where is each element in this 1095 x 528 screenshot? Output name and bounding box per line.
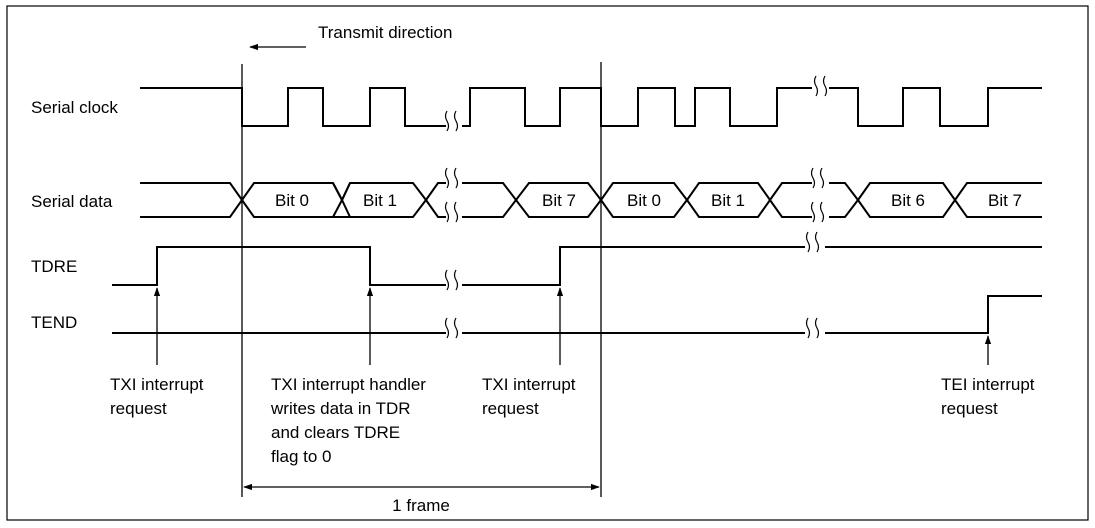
txi-request-2-annotation: TXI interrupt request	[482, 375, 580, 418]
clock-break-mark-2	[813, 75, 828, 97]
serial-clock-label: Serial clock	[31, 98, 118, 117]
tdre-waveform-a	[112, 246, 446, 286]
bit-label: Bit 0	[627, 191, 661, 210]
tei-request-annotation: TEI interrupt request	[941, 375, 1039, 418]
bit-label: Bit 7	[542, 191, 576, 210]
serial-clock-waveform-c	[829, 87, 1042, 127]
serial-clock-waveform-a	[140, 87, 446, 127]
serial-data-label: Serial data	[31, 192, 113, 211]
serial-data-waveform	[140, 182, 1042, 218]
bit-label: Bit 1	[711, 191, 745, 210]
serial-clock-waveform-b	[462, 87, 812, 127]
tdre-break-mark-2	[805, 231, 820, 253]
txi-request-1-annotation: TXI interrupt request	[110, 375, 208, 418]
tend-break-mark-1	[444, 317, 459, 339]
frame-label: 1 frame	[392, 496, 450, 515]
clock-break-mark-1	[444, 110, 459, 132]
bit-label: Bit 1	[363, 191, 397, 210]
transmit-direction-label: Transmit direction	[318, 23, 452, 42]
tend-break-mark-2	[805, 317, 820, 339]
tdre-break-mark-1	[444, 269, 459, 291]
bit-label: Bit 6	[891, 191, 925, 210]
data-break-mark-1	[444, 167, 459, 223]
tend-label: TEND	[31, 313, 77, 332]
diagram-border	[6, 5, 1089, 521]
bit-label: Bit 7	[988, 191, 1022, 210]
tend-waveform-c	[825, 295, 1042, 334]
bit-label: Bit 0	[275, 191, 309, 210]
tdre-label: TDRE	[31, 257, 77, 276]
tdre-waveform-b	[462, 246, 805, 286]
txi-handler-annotation: TXI interrupt handler writes data in TDR…	[270, 375, 431, 466]
data-break-mark-2	[810, 167, 825, 223]
